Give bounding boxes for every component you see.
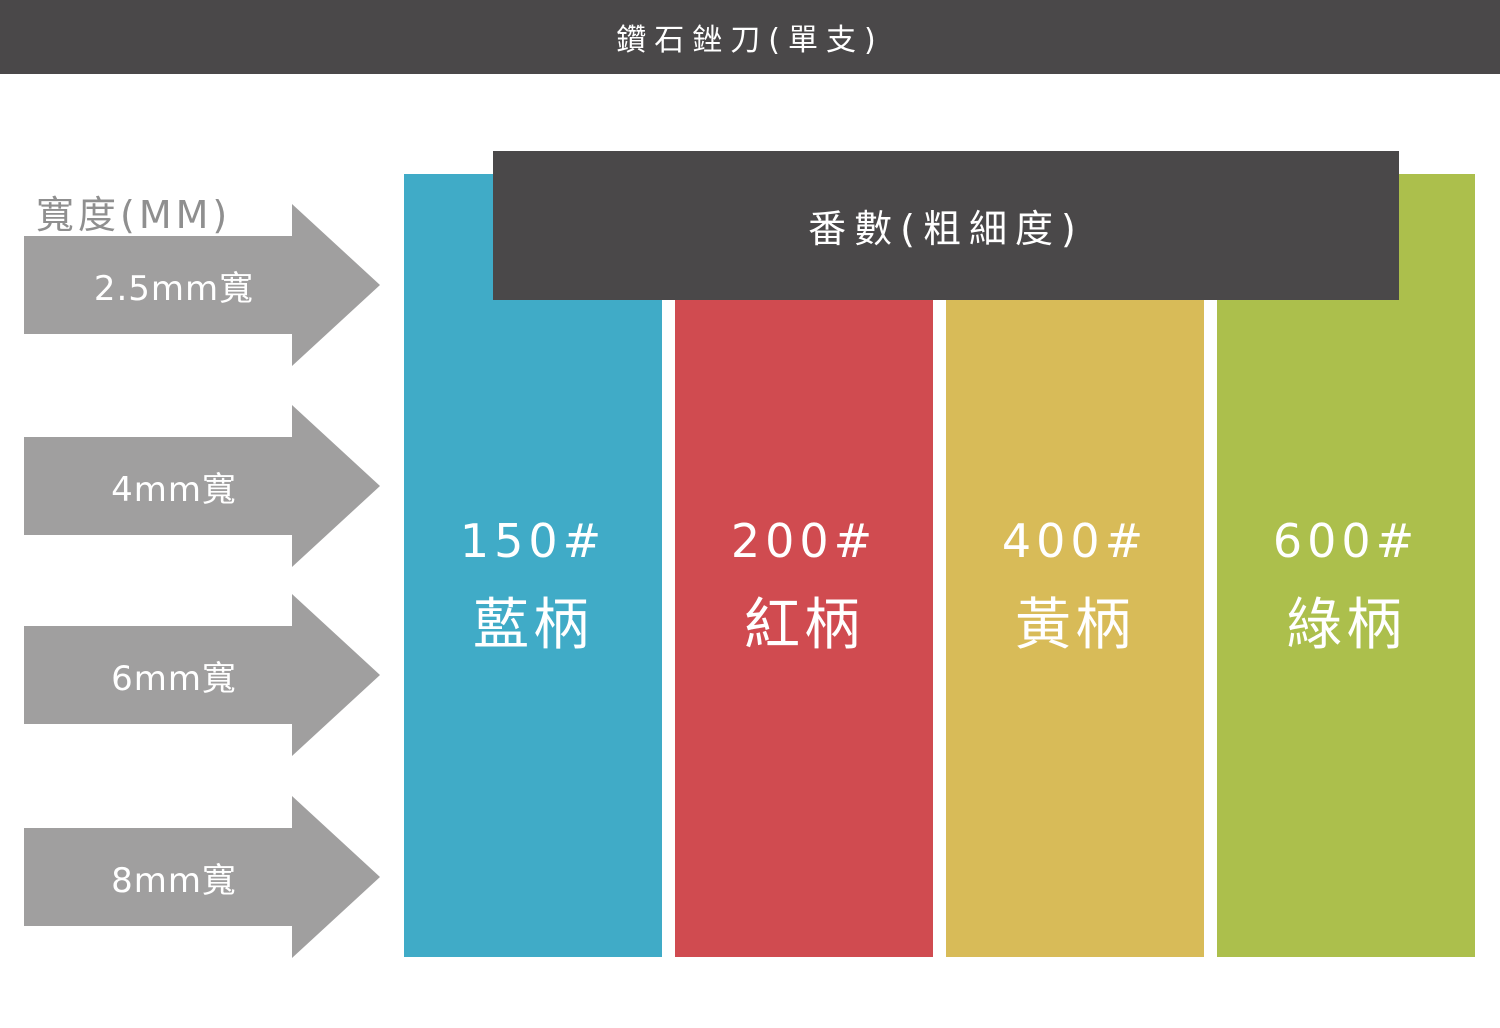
grit-column-green: 600# 綠柄 (1217, 174, 1475, 957)
grit-header-label: 番數(粗細度) (808, 207, 1084, 251)
grit-column-blue: 150# 藍柄 (404, 174, 662, 957)
width-arrow-4mm: 4mm寬 (24, 405, 380, 567)
arrow-shape (24, 204, 380, 366)
handle-color-label: 綠柄 (1286, 593, 1406, 658)
grit-value: 600# (1272, 514, 1420, 568)
width-arrow-6mm: 6mm寬 (24, 594, 380, 756)
arrow-shape (24, 796, 380, 958)
grit-value: 150# (459, 514, 607, 568)
width-label-4mm: 4mm寬 (111, 469, 237, 510)
handle-color-label: 藍柄 (473, 593, 593, 658)
width-arrow-2-5mm: 2.5mm寬 (24, 204, 380, 366)
width-label-6mm: 6mm寬 (111, 658, 237, 699)
handle-color-label: 黃柄 (1015, 593, 1135, 658)
page-title: 鑽石銼刀(單支) (616, 23, 884, 58)
grit-column-yellow: 400# 黃柄 (946, 174, 1204, 957)
title-bar: 鑽石銼刀(單支) (0, 0, 1500, 74)
width-axis-label: 寬度(MM) (36, 193, 232, 237)
grit-value: 200# (730, 514, 878, 568)
arrow-shape (24, 405, 380, 567)
arrow-shape (24, 594, 380, 756)
width-label-2-5mm: 2.5mm寬 (93, 268, 255, 309)
handle-color-label: 紅柄 (744, 593, 864, 658)
width-label-8mm: 8mm寬 (111, 860, 237, 901)
width-arrow-8mm: 8mm寬 (24, 796, 380, 958)
grit-column-red: 200# 紅柄 (675, 174, 933, 957)
grit-header: 番數(粗細度) (493, 151, 1399, 300)
grit-value: 400# (1001, 514, 1149, 568)
